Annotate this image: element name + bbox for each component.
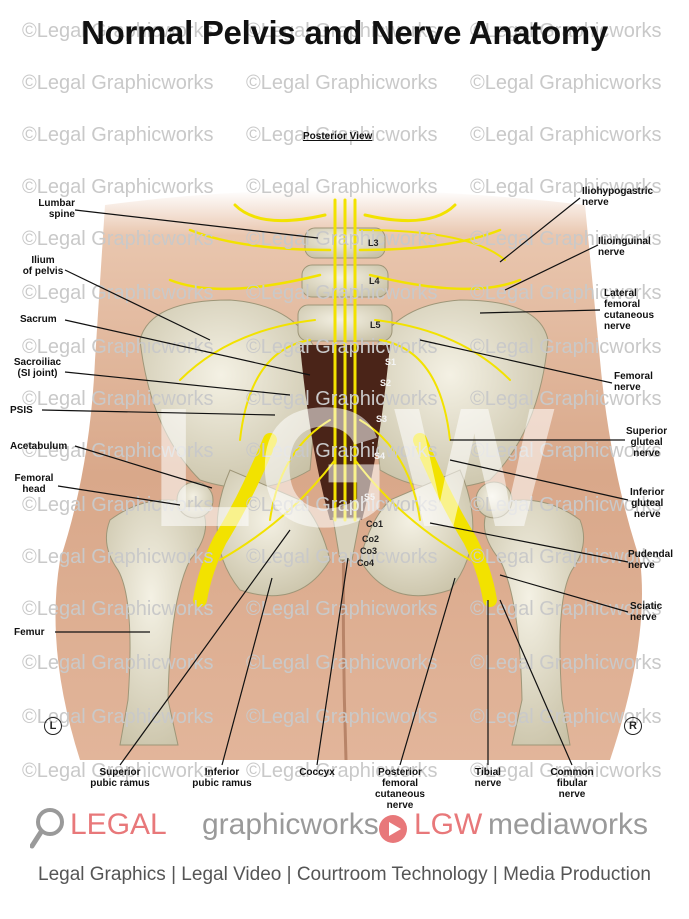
magnifier-icon xyxy=(30,808,64,849)
coccyx-shape xyxy=(332,517,361,561)
label-ilioinguinal: Ilioinguinal nerve xyxy=(598,236,651,258)
label-inferior-pubic-ramus: Inferior pubic ramus xyxy=(192,767,252,789)
vertebra-label-s3: S3 xyxy=(376,414,388,424)
vertebra-label-co4: Co4 xyxy=(357,558,375,568)
logo-mediaworks: mediaworks xyxy=(488,808,649,841)
label-superior-gluteal: Superior gluteal nerve xyxy=(626,426,668,459)
label-iliohypogastric: Iliohypogastric nerve xyxy=(582,186,654,208)
nerve-network xyxy=(168,198,522,561)
vertebra-label-s1: S1 xyxy=(385,357,397,367)
label-pudendal: Pudendal nerve xyxy=(628,549,674,571)
vertebra-label-co3: Co3 xyxy=(360,546,378,556)
vertebra-label-co1: Co1 xyxy=(366,519,384,529)
vertebra-label-co2: Co2 xyxy=(362,534,380,544)
right-sciatic-trunk xyxy=(413,433,497,607)
page-title: Normal Pelvis and Nerve Anatomy xyxy=(81,14,608,51)
label-femur: Femur xyxy=(14,627,45,638)
label-acetabulum: Acetabulum xyxy=(10,441,68,452)
label-femoral-head: Femoral head xyxy=(14,473,54,495)
label-ilium: Ilium of pelvis xyxy=(22,255,64,277)
footer-logos: LEGAL graphicworks LGW mediaworks xyxy=(30,806,670,850)
vertebra-label-l3: L3 xyxy=(368,238,379,248)
label-coccyx: Coccyx xyxy=(299,767,335,778)
label-inferior-gluteal: Inferior gluteal nerve xyxy=(630,487,665,520)
label-tibial: Tibial nerve xyxy=(474,767,502,789)
label-sacroiliac: Sacroiliac (SI joint) xyxy=(13,357,62,379)
label-posterior-femoral-cutaneous: Posterior femoral cutaneous nerve xyxy=(374,767,425,811)
view-label: Posterior View xyxy=(303,131,373,142)
leader-lines xyxy=(41,197,629,766)
logo-lgw: LGW xyxy=(414,808,483,841)
label-lateral-femoral-cutaneous: Lateral femoral cutaneous nerve xyxy=(604,288,655,332)
right-femoral-head xyxy=(475,481,513,519)
vertebra-label-s4: S4 xyxy=(374,451,386,461)
label-lumbar-spine: Lumbar spine xyxy=(38,198,75,220)
pelvis-illustration xyxy=(55,190,642,761)
vertebra-label-s5: S5 xyxy=(364,492,376,502)
label-superior-pubic-ramus: Superior pubic ramus xyxy=(90,767,150,789)
footer-tagline: Legal Graphics | Legal Video | Courtroom… xyxy=(38,864,651,885)
left-side-mark: L xyxy=(44,717,62,735)
vertebra-label-l5: L5 xyxy=(370,320,381,330)
label-common-fibular: Common fibular nerve xyxy=(550,767,594,800)
play-icon xyxy=(379,815,407,843)
label-psis: PSIS xyxy=(10,405,33,416)
logo-graphicworks: graphicworks xyxy=(202,808,379,841)
logo-legal: LEGAL xyxy=(70,808,167,841)
vertebra-label-s2: S2 xyxy=(380,378,392,388)
label-sacrum: Sacrum xyxy=(20,314,57,325)
left-sciatic-trunk xyxy=(193,433,277,607)
left-femoral-head xyxy=(176,481,214,519)
vertebra-label-l4: L4 xyxy=(369,276,380,286)
label-sciatic: Sciatic nerve xyxy=(630,601,663,623)
label-femoral-nerve: Femoral nerve xyxy=(614,371,653,393)
right-side-mark: R xyxy=(624,717,642,735)
